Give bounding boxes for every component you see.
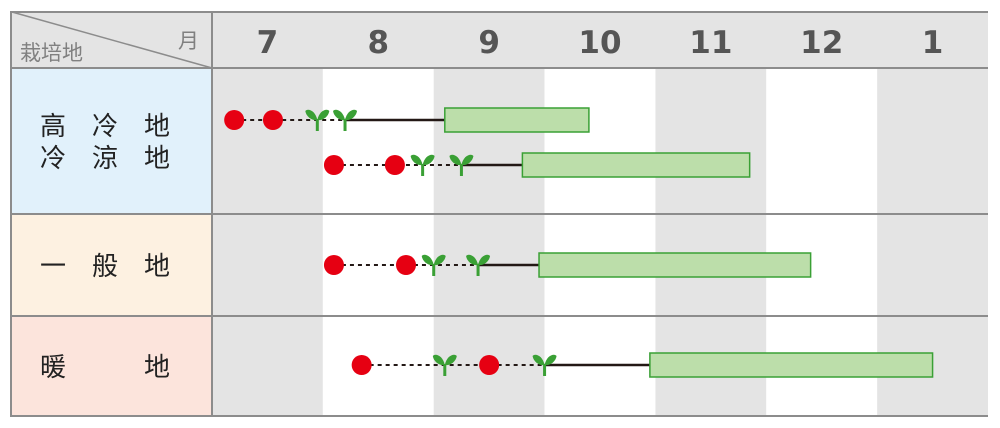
row-1-0-sowing-end xyxy=(396,255,416,275)
row-2-0-sprout-start-leaf-left xyxy=(432,354,445,366)
corner-col-label: 月 xyxy=(178,29,199,53)
row-2-0-sprout-start-leaf-right xyxy=(444,354,457,366)
row-2-0-harvest-bar xyxy=(649,352,934,378)
row-0-0-sprout-end-leaf-right xyxy=(345,109,358,121)
month-label-9: 9 xyxy=(478,25,500,61)
region-label-0-1: 冷 涼 地 xyxy=(40,144,170,174)
month-label-7: 7 xyxy=(257,25,279,61)
row-0-0-sprout-start-leaf-left xyxy=(305,109,318,121)
row-0-1-sprout-start xyxy=(410,154,435,176)
row-1-0-harvest-bar xyxy=(538,252,812,278)
region-label-bg-1 xyxy=(12,214,212,316)
region-label-bg-2 xyxy=(12,316,212,416)
month-label-8: 8 xyxy=(367,25,389,61)
region-label-1-0: 一 般 地 xyxy=(40,252,170,282)
region-label-0-0: 高 冷 地 xyxy=(40,112,170,142)
row-2-0-sprout-end xyxy=(532,354,557,376)
row-2-0-sowing-start xyxy=(351,355,372,375)
region-label-2-0: 暖 地 xyxy=(40,353,170,383)
row-0-1-sprout-end-leaf-right xyxy=(461,154,474,166)
month-column-8 xyxy=(322,68,434,416)
corner-row-label: 栽培地 xyxy=(20,41,83,65)
month-label-11: 11 xyxy=(689,25,732,61)
row-0-1-sprout-end-leaf-left xyxy=(449,154,462,166)
month-label-1: 1 xyxy=(922,25,944,61)
row-0-1-sprout-start-leaf-right xyxy=(422,154,435,166)
row-0-1-sowing-end xyxy=(384,155,405,175)
row-1-0-sowing-start xyxy=(323,255,344,275)
row-0-0-sprout-start-leaf-right xyxy=(317,109,330,121)
row-0-0-sprout-start xyxy=(305,109,330,131)
row-2-0-sprout-end-leaf-left xyxy=(532,354,545,366)
month-label-12: 12 xyxy=(800,25,843,61)
row-1-0-sprout-start-leaf-right xyxy=(433,254,446,266)
row-0-0-harvest-bar xyxy=(444,107,590,133)
row-0-1-harvest-bar xyxy=(521,152,751,178)
header-background xyxy=(12,12,988,68)
row-0-0-sowing-end xyxy=(262,110,283,130)
row-0-0-sowing-start xyxy=(224,110,245,130)
month-label-10: 10 xyxy=(578,25,621,61)
row-2-0-sprout-end-leaf-right xyxy=(544,354,557,366)
row-0-0-sprout-end xyxy=(333,109,358,131)
row-2-0-sowing-end xyxy=(479,355,500,375)
row-1-0-sprout-end-leaf-left xyxy=(466,254,479,266)
row-0-1-sprout-end xyxy=(449,154,474,176)
row-0-0-sprout-end-leaf-left xyxy=(333,109,346,121)
row-1-0-sprout-start xyxy=(421,254,446,276)
row-2-0-sprout-start xyxy=(432,354,457,376)
row-1-0-sprout-end xyxy=(466,254,491,276)
corner-diagonal xyxy=(11,11,213,69)
row-1-0-sprout-start-leaf-left xyxy=(421,254,434,266)
row-1-0-sprout-end-leaf-right xyxy=(478,254,491,266)
row-0-1-sprout-start-leaf-left xyxy=(410,154,423,166)
region-label-bg-0 xyxy=(12,68,212,214)
row-0-1-sowing-start xyxy=(323,155,344,175)
